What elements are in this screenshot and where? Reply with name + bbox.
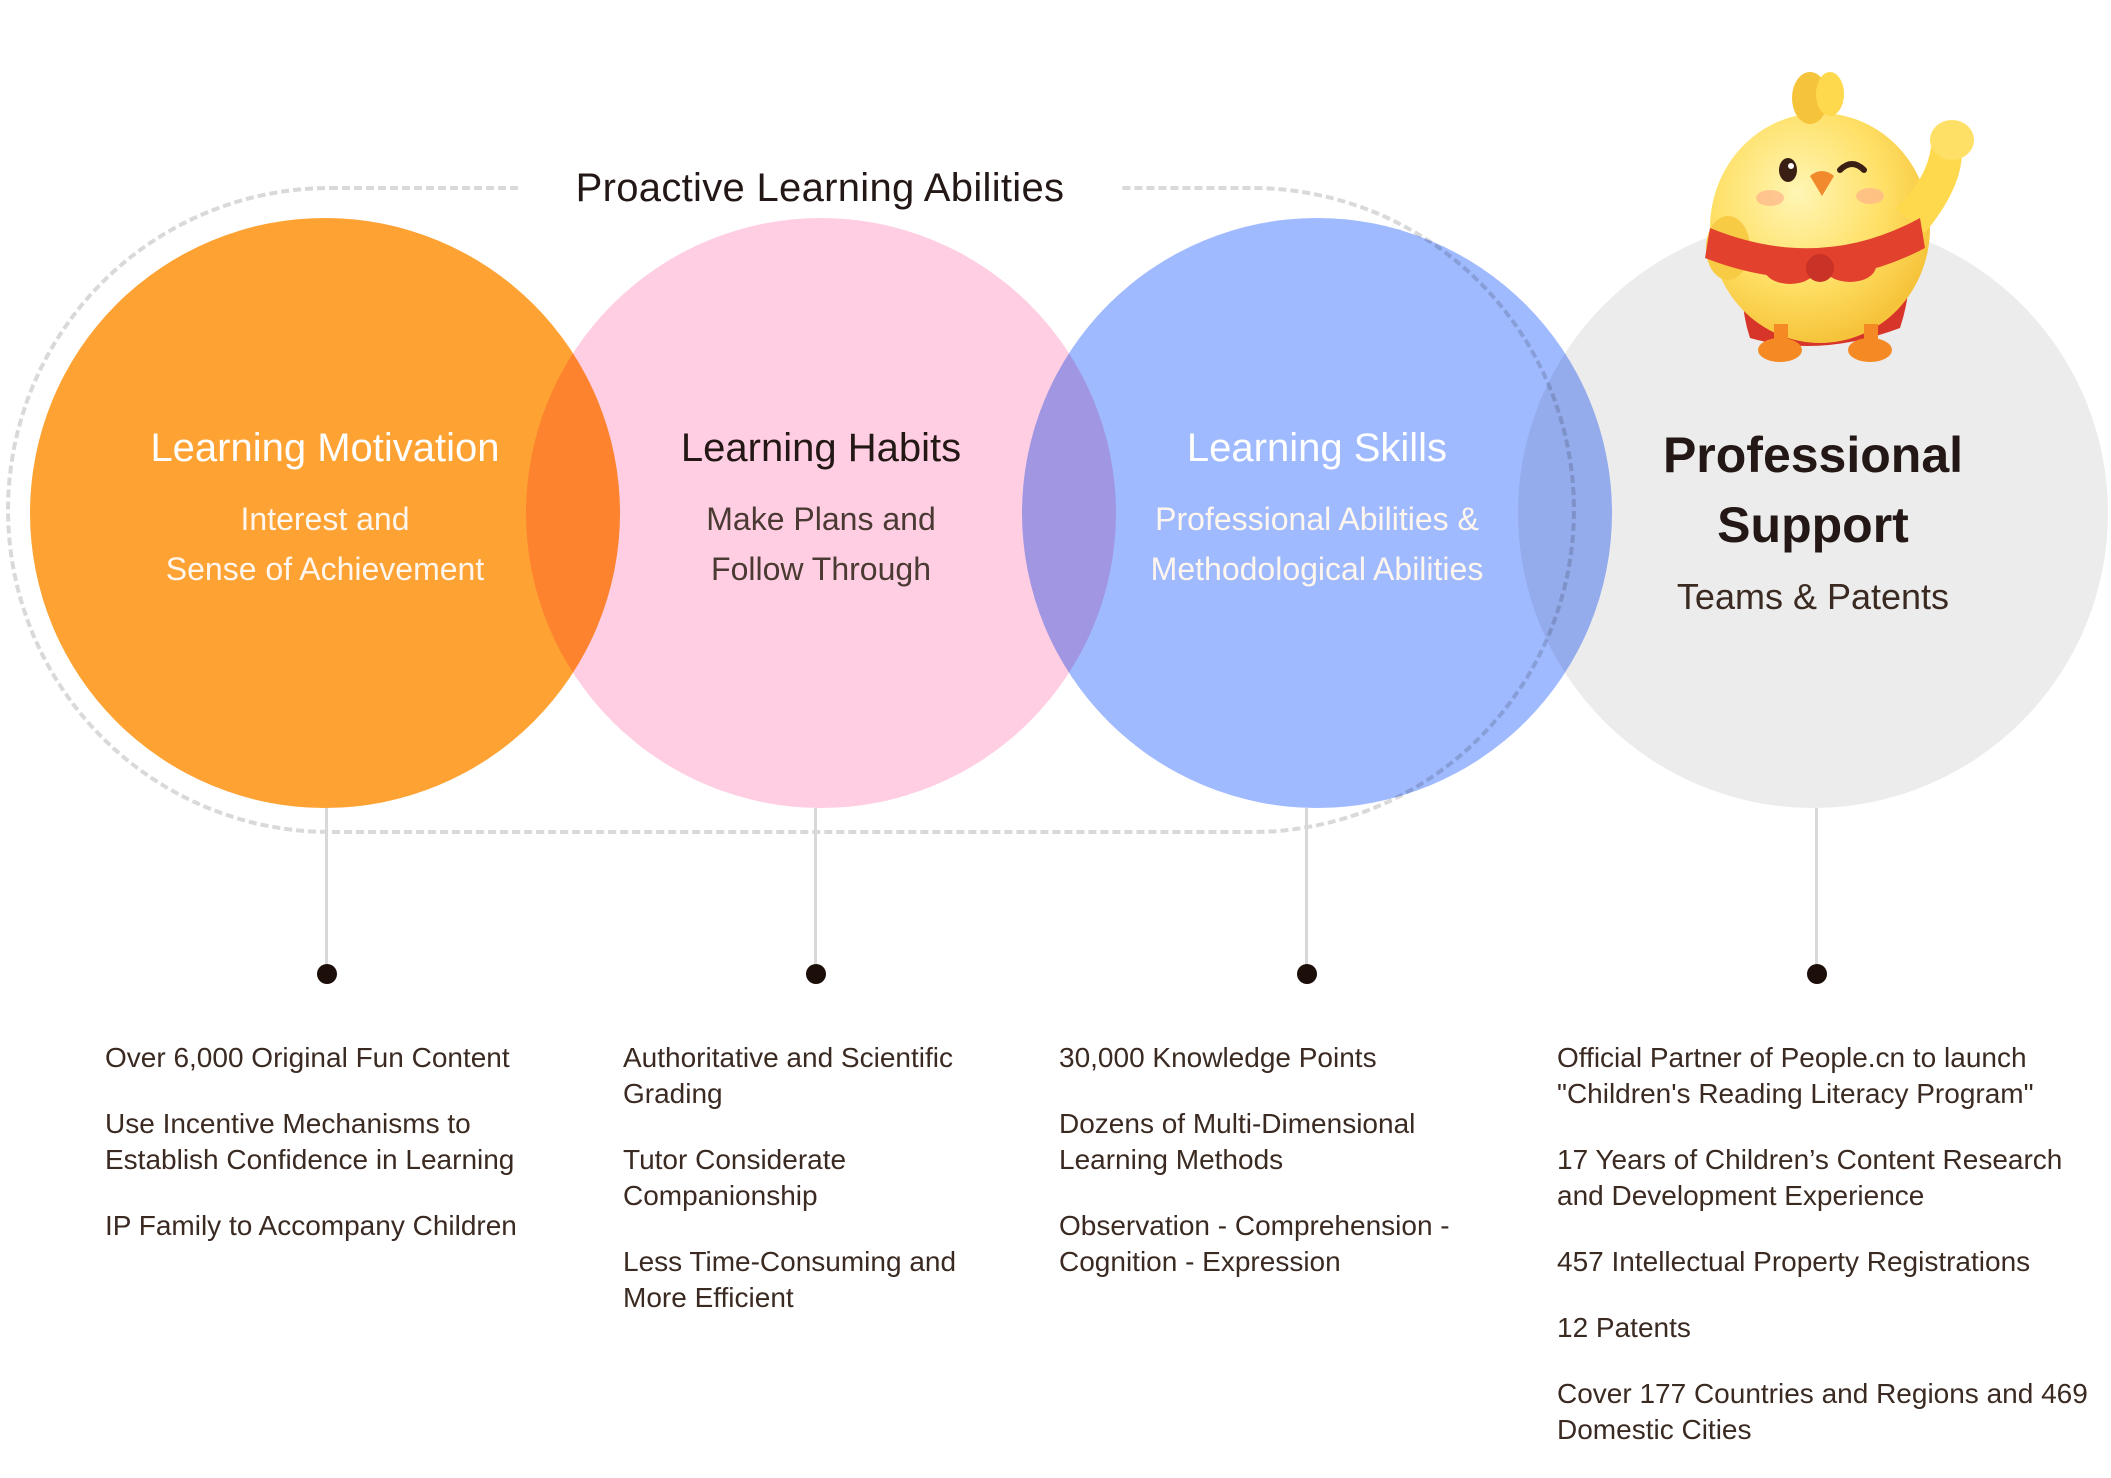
motivation-bullets: Over 6,000 Original Fun Content Use Ince… bbox=[105, 1040, 575, 1274]
skills-text: Learning Skills Professional Abilities &… bbox=[1082, 420, 1552, 594]
connector-dot bbox=[1297, 964, 1317, 984]
connector-line bbox=[1815, 808, 1818, 972]
habits-bullets: Authoritative and Scientific Grading Tut… bbox=[623, 1040, 1023, 1346]
list-item: Observation - Comprehension - Cognition … bbox=[1059, 1210, 1450, 1277]
habits-subtitle-line: Make Plans and bbox=[706, 501, 936, 537]
habits-title: Learning Habits bbox=[680, 426, 962, 470]
list-item: Cover 177 Countries and Regions and 469 … bbox=[1557, 1378, 2088, 1445]
support-subtitle: Teams & Patents bbox=[1676, 576, 1950, 617]
list-item: 457 Intellectual Property Registrations bbox=[1557, 1246, 2031, 1277]
connector-dot bbox=[317, 964, 337, 984]
connector-dot bbox=[806, 964, 826, 984]
list-item: Use Incentive Mechanisms to Establish Co… bbox=[105, 1108, 515, 1175]
circle-learning-skills bbox=[1022, 218, 1612, 808]
motivation-text: Learning Motivation Interest and Sense o… bbox=[90, 420, 560, 594]
skills-subtitle-line: Professional Abilities & bbox=[1155, 501, 1479, 537]
list-item: 17 Years of Children’s Content Research … bbox=[1557, 1144, 2063, 1211]
support-bullets: Official Partner of People.cn to launch … bbox=[1557, 1040, 2097, 1478]
chick-mascot-icon bbox=[1705, 72, 1974, 362]
habits-text: Learning Habits Make Plans and Follow Th… bbox=[586, 420, 1056, 594]
list-item: Less Time-Consuming and More Efficient bbox=[623, 1246, 957, 1313]
skills-title: Learning Skills bbox=[1186, 426, 1448, 470]
connector-line bbox=[1305, 808, 1308, 972]
list-item: Tutor Considerate Companionship bbox=[623, 1144, 847, 1211]
support-text: Professional Support Teams & Patents bbox=[1578, 420, 2048, 622]
skills-subtitle-line: Methodological Abilities bbox=[1150, 551, 1484, 587]
support-title-line: Support bbox=[1717, 497, 1909, 553]
list-item: IP Family to Accompany Children bbox=[105, 1210, 517, 1241]
list-item: Over 6,000 Original Fun Content bbox=[105, 1042, 510, 1073]
motivation-title: Learning Motivation bbox=[150, 426, 500, 470]
skills-bullets: 30,000 Knowledge Points Dozens of Multi-… bbox=[1059, 1040, 1479, 1310]
list-item: Dozens of Multi-Dimensional Learning Met… bbox=[1059, 1108, 1416, 1175]
connector-line bbox=[325, 808, 328, 972]
motivation-subtitle-line: Interest and bbox=[240, 501, 410, 537]
motivation-subtitle-line: Sense of Achievement bbox=[165, 551, 485, 587]
frame-title: Proactive Learning Abilities bbox=[520, 160, 1120, 216]
support-title-line: Professional bbox=[1662, 427, 1964, 483]
connector-dot bbox=[1807, 964, 1827, 984]
list-item: Official Partner of People.cn to launch … bbox=[1557, 1042, 2034, 1109]
habits-subtitle-line: Follow Through bbox=[711, 551, 931, 587]
connector-line bbox=[814, 808, 817, 972]
list-item: Authoritative and Scientific Grading bbox=[623, 1042, 953, 1109]
circle-learning-habits bbox=[526, 218, 1116, 808]
circle-learning-motivation bbox=[30, 218, 620, 808]
list-item: 12 Patents bbox=[1557, 1312, 1691, 1343]
list-item: 30,000 Knowledge Points bbox=[1059, 1042, 1377, 1073]
